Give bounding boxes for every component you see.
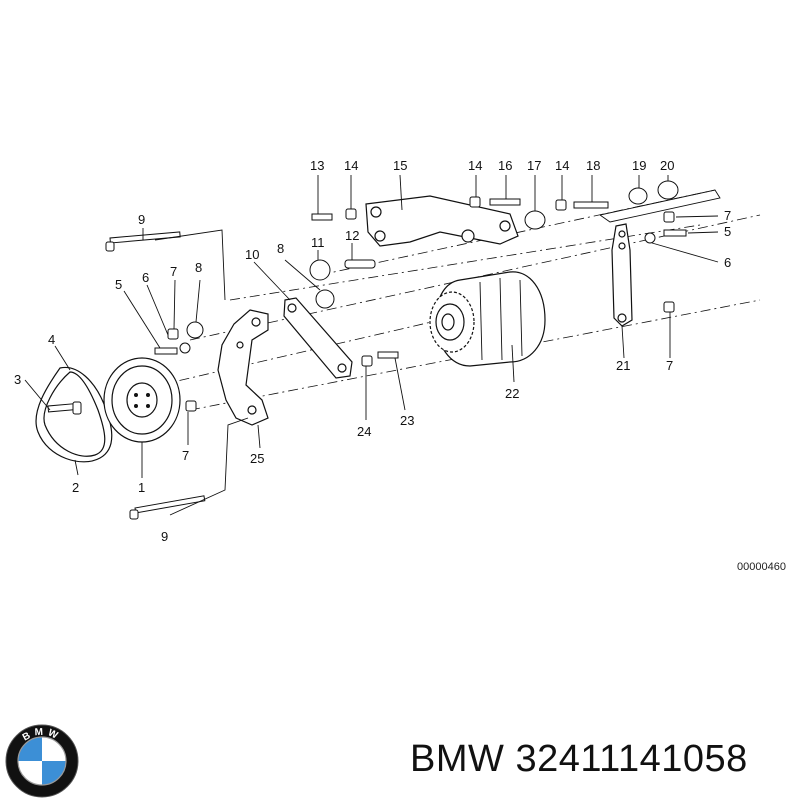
callout-19: 19 — [632, 158, 646, 173]
callout-6-a: 6 — [142, 270, 149, 285]
callout-9-top: 9 — [138, 212, 145, 227]
brand-caption: BMW 32411141058 — [410, 738, 748, 781]
callout-7-b: 7 — [170, 264, 177, 279]
leader-lines — [24, 174, 719, 516]
bracket-part-25 — [217, 309, 269, 426]
callout-20: 20 — [660, 158, 674, 173]
v-belt — [35, 366, 113, 463]
bracket-part-21 — [611, 223, 633, 327]
callout-7-c: 7 — [182, 448, 189, 463]
callout-14-a: 14 — [344, 158, 358, 173]
callout-8-a: 8 — [277, 241, 284, 256]
callout-18: 18 — [586, 158, 600, 173]
callout-15: 15 — [393, 158, 407, 173]
callout-labels: 13 14 15 14 16 17 14 18 19 20 9 11 12 10… — [14, 158, 731, 544]
callout-24: 24 — [357, 424, 371, 439]
part-number: 32411141058 — [515, 738, 748, 780]
callout-3: 3 — [14, 372, 21, 387]
callout-10: 10 — [245, 247, 259, 262]
callout-22: 22 — [505, 386, 519, 401]
hardware-parts — [105, 180, 687, 520]
callout-7-a: 7 — [724, 208, 731, 223]
callout-8-b: 8 — [195, 260, 202, 275]
callout-5-b: 5 — [724, 224, 731, 239]
drawing-code: 00000460 — [737, 561, 786, 573]
adjusting-arm-part-10 — [283, 297, 353, 379]
callout-12: 12 — [345, 228, 359, 243]
callout-23: 23 — [400, 413, 414, 428]
callout-25: 25 — [250, 451, 264, 466]
callout-5-a: 5 — [115, 277, 122, 292]
callout-7-d: 7 — [666, 358, 673, 373]
mounting-bracket-part-15 — [365, 195, 519, 247]
crank-pulley — [103, 357, 181, 443]
callout-17: 17 — [527, 158, 541, 173]
callout-16: 16 — [498, 158, 512, 173]
callout-6-b: 6 — [724, 255, 731, 270]
callout-2: 2 — [72, 480, 79, 495]
callout-14-b: 14 — [468, 158, 482, 173]
callout-14-c: 14 — [555, 158, 569, 173]
bmw-roundel-icon: BMW — [5, 724, 79, 798]
bolt-part-3 — [47, 401, 82, 415]
callout-1: 1 — [138, 480, 145, 495]
callout-11: 11 — [311, 235, 325, 250]
brand-name: BMW — [410, 738, 505, 780]
alternator-part-22 — [429, 271, 546, 367]
callout-9-bottom: 9 — [161, 529, 168, 544]
callout-4: 4 — [48, 332, 55, 347]
callout-13: 13 — [310, 158, 324, 173]
callout-21: 21 — [616, 358, 630, 373]
